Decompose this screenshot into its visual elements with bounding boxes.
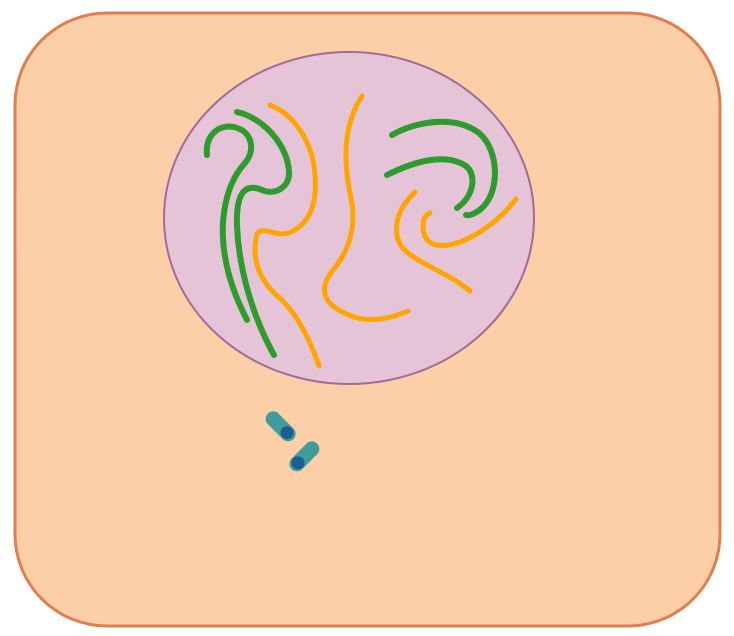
- nucleus: [164, 52, 534, 384]
